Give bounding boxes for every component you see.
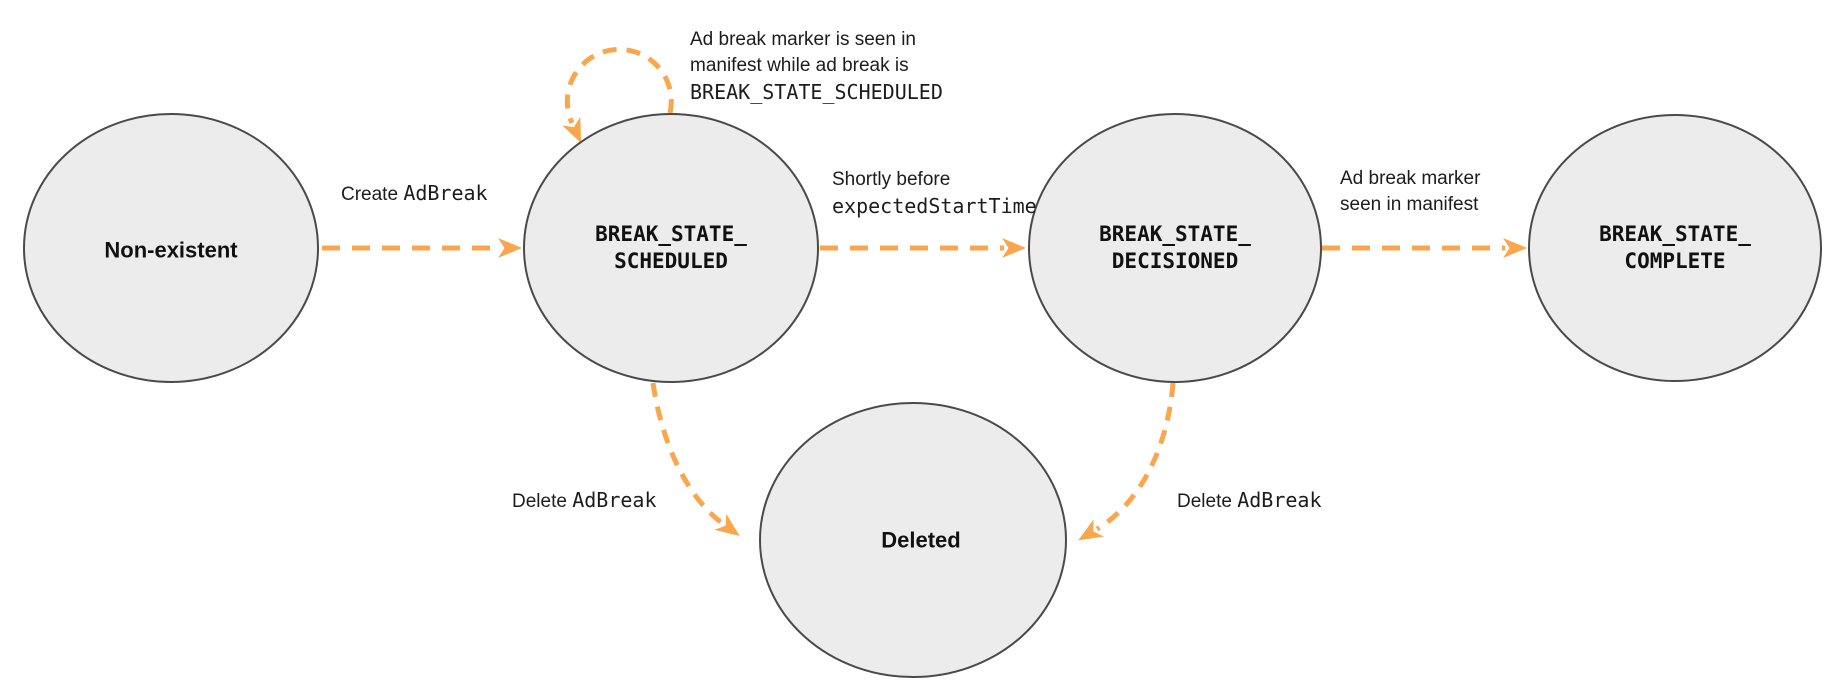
state-label-complete: BREAK_STATE_ COMPLETE [1599,221,1751,275]
state-node-complete [1528,114,1822,382]
state-node-deleted [759,402,1067,678]
state-node-decisioned [1028,113,1322,383]
edge-label-code: AdBreak [1237,488,1322,512]
edge-label-delete-right: Delete AdBreak [1177,487,1322,515]
state-label-line: SCHEDULED [614,249,728,273]
edge-label-text: manifest while ad break is [690,55,909,76]
edge-label-code: expectedStartTime [832,194,1037,218]
edge-label-delete-left: Delete AdBreak [512,487,657,515]
edge-label-text: Delete [1177,491,1232,512]
edge-label-self-loop: Ad break marker is seen in manifest whil… [690,27,943,105]
arrow-scheduled-to-deleted [650,382,740,537]
state-label-deleted: Deleted [881,527,961,553]
state-label-line: BREAK_STATE_ [595,222,747,246]
edge-label-code: AdBreak [403,181,488,205]
state-node-scheduled [523,113,819,383]
edge-label-marker-seen: Ad break marker seen in manifest [1340,166,1480,218]
edge-label-text: Delete [512,491,567,512]
edge-label-code: BREAK_STATE_SCHEDULED [690,80,943,104]
edge-label-text: Ad break marker [1340,168,1481,189]
state-label-line: BREAK_STATE_ [1099,222,1251,246]
state-label-line: COMPLETE [1624,249,1726,273]
edge-label-create-adbreak: Create AdBreak [341,180,488,208]
edge-label-text: Shortly before [832,169,951,190]
arrow-self-loop-scheduled [562,46,674,144]
state-label-non-existent: Non-existent [104,237,238,263]
edge-label-text: Create [341,184,399,205]
state-label-decisioned: BREAK_STATE_ DECISIONED [1099,221,1251,275]
state-node-non-existent [23,113,319,383]
edge-label-text: Ad break marker is seen in [690,29,916,50]
edge-label-code: AdBreak [572,488,657,512]
edge-label-text: seen in manifest [1340,194,1479,215]
edge-label-shortly-before: Shortly before expectedStartTime [832,167,1037,219]
state-label-scheduled: BREAK_STATE_ SCHEDULED [595,221,747,275]
state-label-line: DECISIONED [1111,249,1239,273]
state-label-line: BREAK_STATE_ [1599,222,1751,246]
arrow-decisioned-to-deleted [1078,382,1176,541]
